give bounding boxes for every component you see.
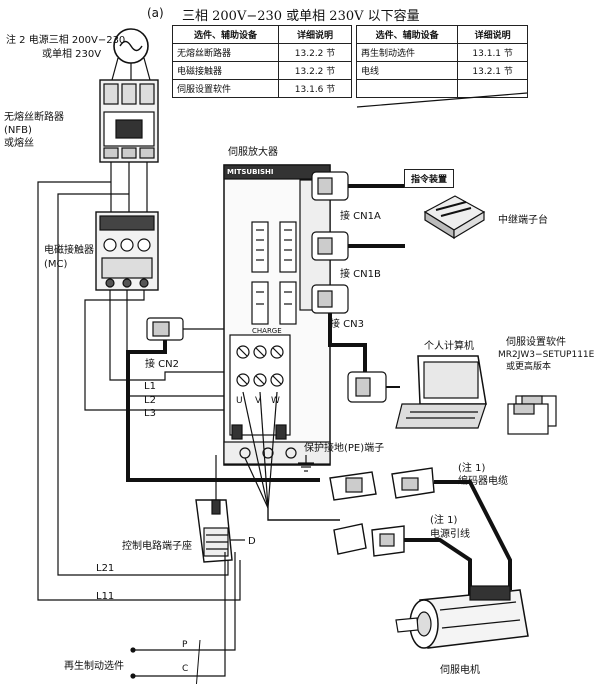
power-note-line2: 或单相 230V <box>42 49 102 60</box>
servo-amp-label: 伺服放大器 <box>228 147 278 158</box>
command-device-label: 指令装置 <box>404 169 455 188</box>
diagram-title: 三相 200V−230 或单相 230V 以下容量 <box>182 9 420 24</box>
cn1a-connector-icon <box>311 171 349 201</box>
v-terminal-label: V <box>255 396 262 406</box>
charge-label: CHARGE <box>252 327 282 335</box>
table-right-header-ref: 详细说明 <box>457 25 528 44</box>
power-cable-label: 电源引线 <box>430 529 470 540</box>
laptop-icon <box>395 355 487 429</box>
encoder-note: (注 1) <box>458 463 486 474</box>
nfb-label: 无熔丝断路器 <box>4 112 64 123</box>
software-version: MR2JW3−SETUP111E <box>498 350 595 360</box>
relay-terminal-icon <box>423 195 486 240</box>
nfb-label-code: (NFB) <box>4 125 32 136</box>
figure-label: (a) <box>147 6 164 20</box>
contactor-icon <box>95 211 159 291</box>
options-table-left: 选件、辅助设备 详细说明 无熔丝断路器 13.2.2 节 电磁接触器 13.2.… <box>171 25 352 98</box>
cn1a-label: 接 CN1A <box>340 211 381 222</box>
w-terminal-label: W <box>271 396 280 406</box>
empty-cell-slash <box>356 92 528 108</box>
table-cell-empty <box>457 79 528 98</box>
ground-icon <box>298 455 314 472</box>
u-terminal-label: U <box>236 396 243 406</box>
d-terminal-label: D <box>248 536 256 547</box>
control-terminal-label: 控制电路端子座 <box>122 541 192 552</box>
options-table-right: 选件、辅助设备 详细说明 再生制动选件 13.1.1 节 电线 13.2.1 节 <box>355 25 528 98</box>
cn3-label: 接 CN3 <box>330 319 365 330</box>
cn1b-label: 接 CN1B <box>340 269 381 280</box>
l11-label: L11 <box>96 591 115 602</box>
p-terminal-label: P <box>182 640 188 650</box>
mc-label: 电磁接触器 <box>44 245 94 256</box>
table-row <box>355 79 528 98</box>
relay-terminal-label: 中继端子台 <box>498 215 548 226</box>
cn1b-connector-icon <box>311 231 349 261</box>
mc-label-code: (MC) <box>44 259 68 270</box>
c-terminal-label: C <box>182 664 189 674</box>
brand-label: MITSUBISHI <box>227 168 274 176</box>
servo-amplifier-icon <box>223 164 331 466</box>
encoder-cable-label: 编码器电缆 <box>458 476 508 487</box>
control-terminal-icon <box>195 499 233 563</box>
power-connector-icon <box>333 523 405 557</box>
pc-connector-icon <box>347 371 387 403</box>
power-cable-note: (注 1) <box>430 515 458 526</box>
l21-label: L21 <box>96 563 115 574</box>
floppy-disk-icon <box>507 395 557 435</box>
table-row: 无熔丝断路器 13.2.2 节 <box>171 43 352 62</box>
servo-motor-icon <box>395 585 529 649</box>
software-note: 或更高版本 <box>506 362 552 372</box>
pc-label: 个人计算机 <box>424 341 474 352</box>
l3-label: L3 <box>144 408 156 419</box>
table-cell: 13.1.6 节 <box>278 79 352 98</box>
encoder-connector-icon <box>329 467 435 501</box>
table-cell: 伺服设置软件 <box>171 79 280 98</box>
nfb-label-alt: 或熔丝 <box>4 138 34 149</box>
cn3-connector-icon <box>311 284 349 314</box>
l2-label: L2 <box>144 395 156 406</box>
software-label: 伺服设置软件 <box>506 337 566 348</box>
cn2-connector-icon <box>146 317 184 341</box>
cn2-label: 接 CN2 <box>145 359 180 370</box>
table-row: 电线 13.2.1 节 <box>355 61 528 80</box>
table-row: 伺服设置软件 13.1.6 节 <box>171 79 352 98</box>
table-cell-empty <box>355 79 459 98</box>
power-note-line1: 注 2 电源三相 200V−230 <box>6 35 126 46</box>
circuit-breaker-icon <box>99 79 159 163</box>
pe-terminal-label: 保护接地(PE)端子 <box>304 443 385 454</box>
servo-motor-label: 伺服电机 <box>440 665 480 676</box>
l1-label: L1 <box>144 381 156 392</box>
regen-option-label: 再生制动选件 <box>64 661 124 672</box>
